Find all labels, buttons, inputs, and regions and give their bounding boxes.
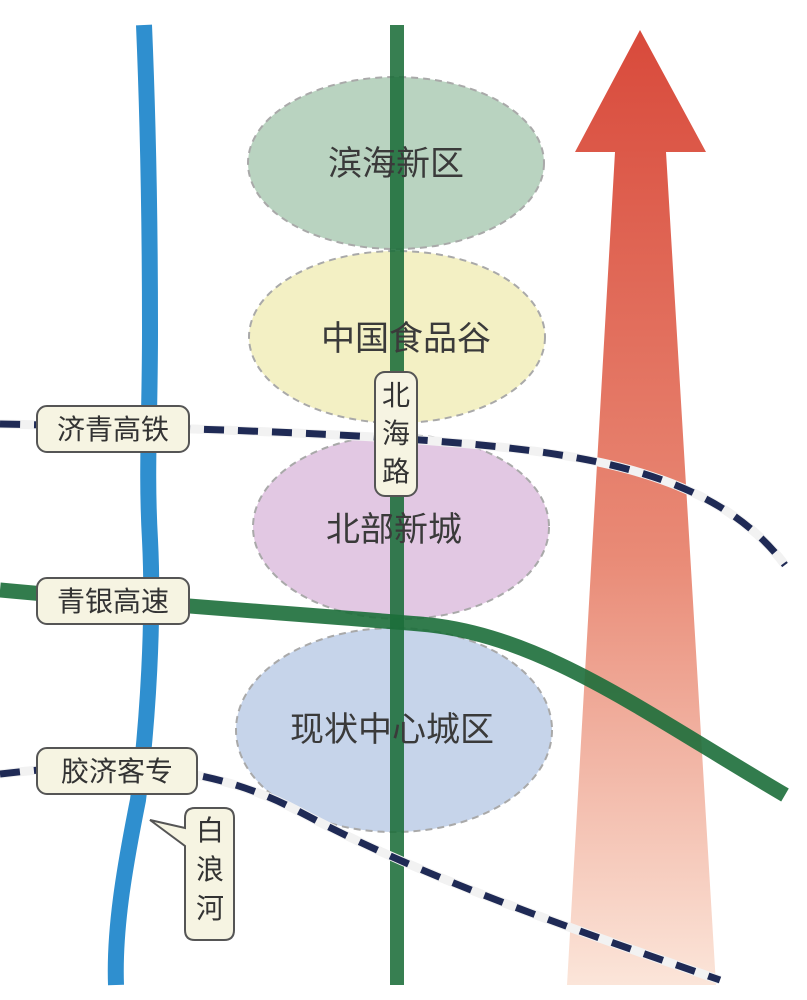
development-arrow xyxy=(567,30,716,985)
bailang-river xyxy=(107,24,160,986)
river-label-char-3: 河 xyxy=(196,892,224,925)
road-label-char-2: 海 xyxy=(382,417,410,450)
jiqing-label-tag xyxy=(36,405,190,453)
zone-label-city-center: 现状中心城区 xyxy=(290,710,494,750)
road-label-tag xyxy=(374,371,418,497)
road-label-char-3: 路 xyxy=(382,455,410,488)
road-label-char-1: 北 xyxy=(382,379,410,412)
jiaoji-label-tag xyxy=(36,747,198,795)
zone-label-binhai: 滨海新区 xyxy=(328,144,464,184)
jiaoji-label: 胶济客专 xyxy=(61,755,173,788)
river-label-char-1: 白 xyxy=(196,814,224,847)
qingyin-label: 青银高速 xyxy=(57,585,169,618)
river-label-char-2: 浪 xyxy=(196,853,224,886)
river-callout-tag xyxy=(149,807,235,941)
zone-label-north-newtown: 北部新城 xyxy=(326,510,462,550)
zone-label-food-valley: 中国食品谷 xyxy=(321,319,491,359)
jiqing-label: 济青高铁 xyxy=(57,413,169,446)
qingyin-label-tag xyxy=(36,577,190,625)
